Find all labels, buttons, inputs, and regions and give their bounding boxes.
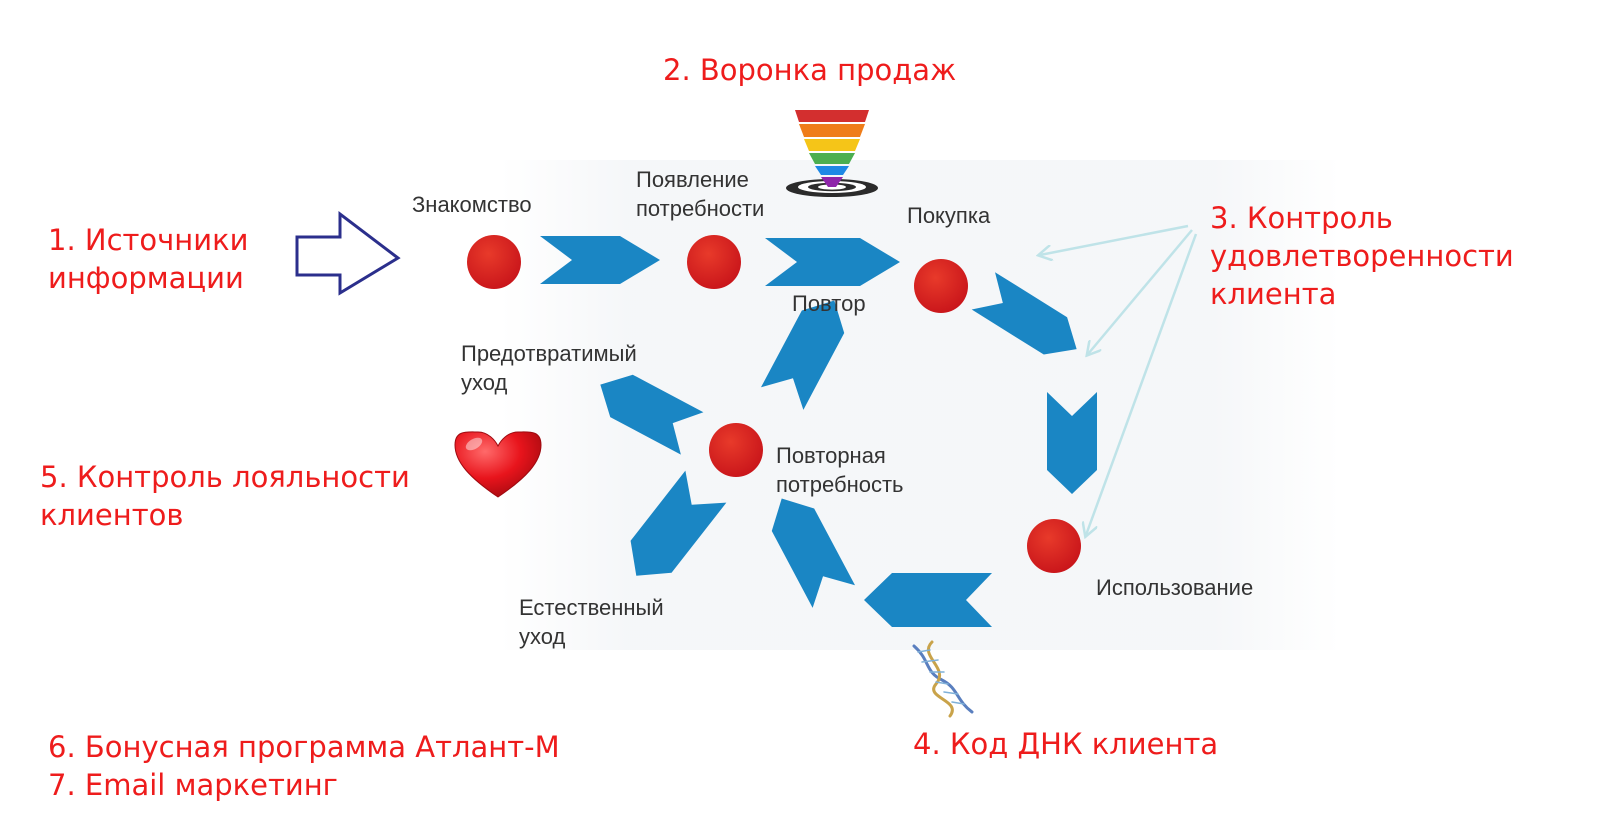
node-purchase <box>914 259 968 313</box>
heart-icon <box>454 431 542 498</box>
stage-acquaintance: Знакомство <box>412 192 532 217</box>
chevron-acq-need <box>540 236 660 284</box>
cycle-chevrons <box>540 236 1097 627</box>
outline-arrow-icon <box>295 210 401 296</box>
stage-need: Появление потребности <box>636 165 764 223</box>
stage-natural-line1: Естественный <box>519 595 664 620</box>
label-loyalty-line1: 5. Контроль лояльности <box>40 460 410 494</box>
dna-helix-icon <box>912 640 974 718</box>
label-bonus: 6. Бонусная программа Атлант-М <box>48 730 560 764</box>
stage-repeat-need-line2: потребность <box>776 472 904 497</box>
stage-preventable-line2: уход <box>461 370 508 395</box>
label-sources: 1. Источники информации <box>48 221 248 297</box>
node-need <box>687 235 741 289</box>
stage-repeat-need: Повторная потребность <box>776 441 904 499</box>
stage-need-line1: Появление <box>636 167 749 192</box>
chevron-repeatneed-natural <box>630 470 727 576</box>
label-satisfaction-line1: 3. Контроль <box>1210 201 1393 235</box>
chevron-repeatneed-repeat <box>760 300 845 410</box>
label-satisfaction-line2: удовлетворенности <box>1210 239 1514 273</box>
stage-repeat-need-line1: Повторная <box>776 443 886 468</box>
label-email: 7. Email маркетинг <box>48 768 338 802</box>
label-satisfaction-line3: клиента <box>1210 277 1337 311</box>
label-funnel: 2. Воронка продаж <box>663 53 957 87</box>
label-loyalty: 5. Контроль лояльности клиентов <box>40 458 410 534</box>
label-sources-line1: 1. Источники <box>48 223 249 257</box>
satisfaction-arrows <box>1040 224 1198 535</box>
label-satisfaction: 3. Контроль удовлетворенности клиента <box>1210 199 1514 313</box>
stage-natural: Естественный уход <box>519 593 664 651</box>
chevron-to-usage <box>1047 392 1097 494</box>
label-loyalty-line2: клиентов <box>40 498 184 532</box>
chevron-need-purchase <box>765 238 900 286</box>
label-dna: 4. Код ДНК клиента <box>913 727 1219 761</box>
chevron-usage-repeatneed <box>864 573 992 627</box>
chevron-purchase-usage <box>971 272 1077 355</box>
node-usage <box>1027 519 1081 573</box>
stage-preventable-line1: Предотвратимый <box>461 341 637 366</box>
stage-need-line2: потребности <box>636 196 765 221</box>
stage-purchase: Покупка <box>907 203 991 228</box>
node-repeat-need <box>709 423 763 477</box>
stage-preventable: Предотвратимый уход <box>461 339 637 397</box>
stage-usage: Использование <box>1096 575 1254 600</box>
sales-funnel-icon <box>786 110 878 197</box>
stage-natural-line2: уход <box>519 624 566 649</box>
label-sources-line2: информации <box>48 261 244 295</box>
node-acquaintance <box>467 235 521 289</box>
chevron-into-repeatneed <box>771 498 856 608</box>
stage-repeat: Повтор <box>792 291 866 316</box>
chevron-repeatneed-preventable <box>600 374 704 455</box>
